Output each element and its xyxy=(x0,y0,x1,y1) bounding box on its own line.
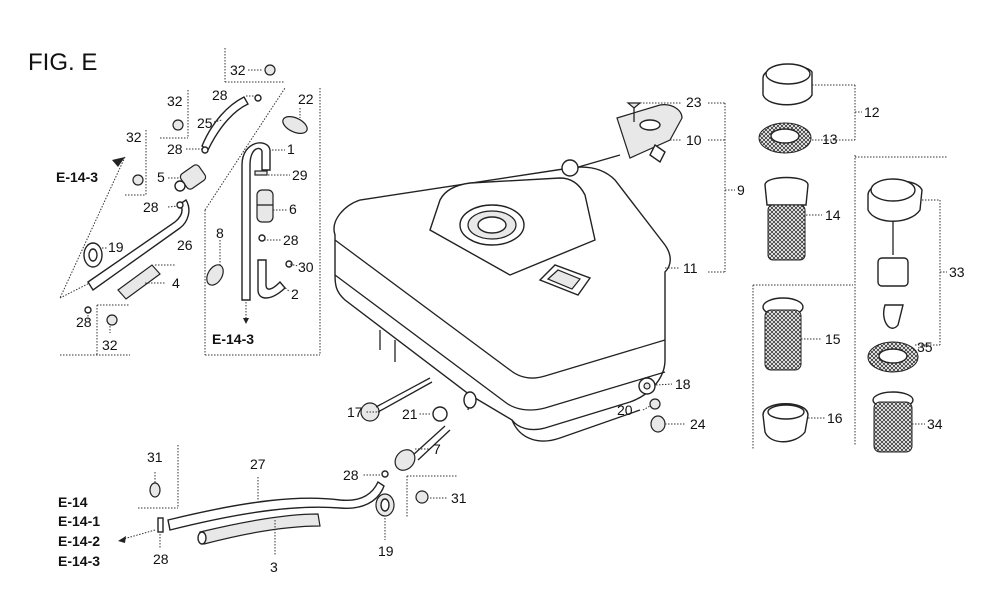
strainer-15 xyxy=(762,297,804,371)
cap-18 xyxy=(638,377,656,395)
fuel-cap-12 xyxy=(762,63,813,106)
callout-1: 1 xyxy=(287,141,295,157)
callout-12: 12 xyxy=(864,104,880,120)
callout-28: 28 xyxy=(153,551,169,567)
hose-26 xyxy=(87,199,190,292)
fuel-hose-25 xyxy=(201,96,249,152)
ring-16 xyxy=(762,403,809,443)
figure-title: FIG. E xyxy=(28,49,97,76)
callout-31: 31 xyxy=(147,449,163,465)
callout-31: 31 xyxy=(451,490,467,506)
callout-2: 2 xyxy=(291,286,299,302)
callout-10: 10 xyxy=(686,132,702,148)
clip-31-left xyxy=(149,482,161,498)
callout-9: 9 xyxy=(737,182,745,198)
grommet-19-bottom xyxy=(375,493,395,517)
callout-20: 20 xyxy=(617,402,633,418)
ref-e-14-2: E-14-2 xyxy=(58,533,100,549)
callout-3: 3 xyxy=(270,559,278,575)
elbow-hose-2 xyxy=(257,259,286,299)
callout-4: 4 xyxy=(172,275,180,291)
callout-17: 17 xyxy=(347,404,363,420)
clip-8 xyxy=(206,264,224,286)
callout-28: 28 xyxy=(143,199,159,215)
tube-4 xyxy=(117,264,161,300)
callout-labels: 32 28 22 32 25 32 28 1 5 29 28 6 8 28 19… xyxy=(76,62,965,575)
nut-24 xyxy=(650,415,666,433)
callout-28: 28 xyxy=(283,232,299,248)
assembly-bracket-9 xyxy=(640,102,735,273)
tube-3 xyxy=(197,513,321,545)
fuel-hose-27 xyxy=(167,480,385,531)
callout-26: 26 xyxy=(177,237,193,253)
fuel-hose-1-bent xyxy=(241,142,271,301)
clip-31-right xyxy=(415,490,429,504)
clip-22 xyxy=(282,116,308,134)
ref-e-14-3-mid: E-14-3 xyxy=(212,331,254,347)
strainer-14 xyxy=(764,176,809,261)
callout-28: 28 xyxy=(167,141,183,157)
clip-28-bottom xyxy=(157,517,164,533)
ref-e-14: E-14 xyxy=(58,494,88,510)
callout-32: 32 xyxy=(167,93,183,109)
callout-28: 28 xyxy=(76,314,92,330)
callout-28: 28 xyxy=(343,467,359,483)
callout-7: 7 xyxy=(433,441,441,457)
washer-20 xyxy=(649,398,661,410)
callout-30: 30 xyxy=(298,259,314,275)
callout-13: 13 xyxy=(822,131,838,147)
ref-e-14-3-bottom: E-14-3 xyxy=(58,553,100,569)
callout-28: 28 xyxy=(212,87,228,103)
callout-14: 14 xyxy=(825,207,841,223)
bolt-17 xyxy=(360,377,433,422)
washer-21 xyxy=(432,406,448,422)
callout-27: 27 xyxy=(250,456,266,472)
clip-28-tank xyxy=(381,470,389,478)
callout-5: 5 xyxy=(157,169,165,185)
callout-19: 19 xyxy=(378,543,394,559)
callout-8: 8 xyxy=(216,225,224,241)
reference-labels: E-14-3 E-14-3 E-14 E-14-1 E-14-2 E-14-3 xyxy=(56,169,254,569)
gasket-13 xyxy=(758,122,812,154)
small-clips xyxy=(84,64,293,326)
fuel-tank-11 xyxy=(333,166,671,442)
fuel-valve-5 xyxy=(174,164,207,192)
callout-35: 35 xyxy=(917,339,933,355)
gasket-35 xyxy=(867,341,919,373)
cap-bracket-12 xyxy=(812,84,862,141)
fuel-filter-6 xyxy=(256,189,274,223)
leader-lines xyxy=(87,69,926,555)
callout-11: 11 xyxy=(683,260,698,276)
callout-21: 21 xyxy=(402,406,418,422)
callout-34: 34 xyxy=(927,416,943,432)
callout-22: 22 xyxy=(298,91,314,107)
callout-15: 15 xyxy=(825,331,841,347)
callout-32: 32 xyxy=(126,129,142,145)
screw-23 xyxy=(626,102,642,122)
bottom-frames xyxy=(138,445,458,518)
cap-bracket-33 xyxy=(915,199,947,346)
fuel-gauge-10 xyxy=(561,104,683,177)
left-group-frame xyxy=(59,48,321,356)
ref-e-14-1: E-14-1 xyxy=(58,513,100,529)
strainer-kit-frame xyxy=(752,155,947,450)
callout-6: 6 xyxy=(289,201,297,217)
callout-32: 32 xyxy=(102,337,118,353)
fuel-cap-33 xyxy=(867,178,923,329)
callout-18: 18 xyxy=(675,376,691,392)
callout-24: 24 xyxy=(690,416,706,432)
callout-25: 25 xyxy=(197,115,213,131)
callout-33: 33 xyxy=(949,264,965,280)
ref-e-14-3-top: E-14-3 xyxy=(56,169,98,185)
strainer-34 xyxy=(872,391,914,453)
fuel-cock-7 xyxy=(394,425,451,471)
callout-29: 29 xyxy=(292,167,308,183)
callout-16: 16 xyxy=(827,410,843,426)
callout-19: 19 xyxy=(108,239,124,255)
callout-23: 23 xyxy=(686,94,702,110)
callout-32: 32 xyxy=(230,62,246,78)
grommet-19-left xyxy=(83,242,103,268)
